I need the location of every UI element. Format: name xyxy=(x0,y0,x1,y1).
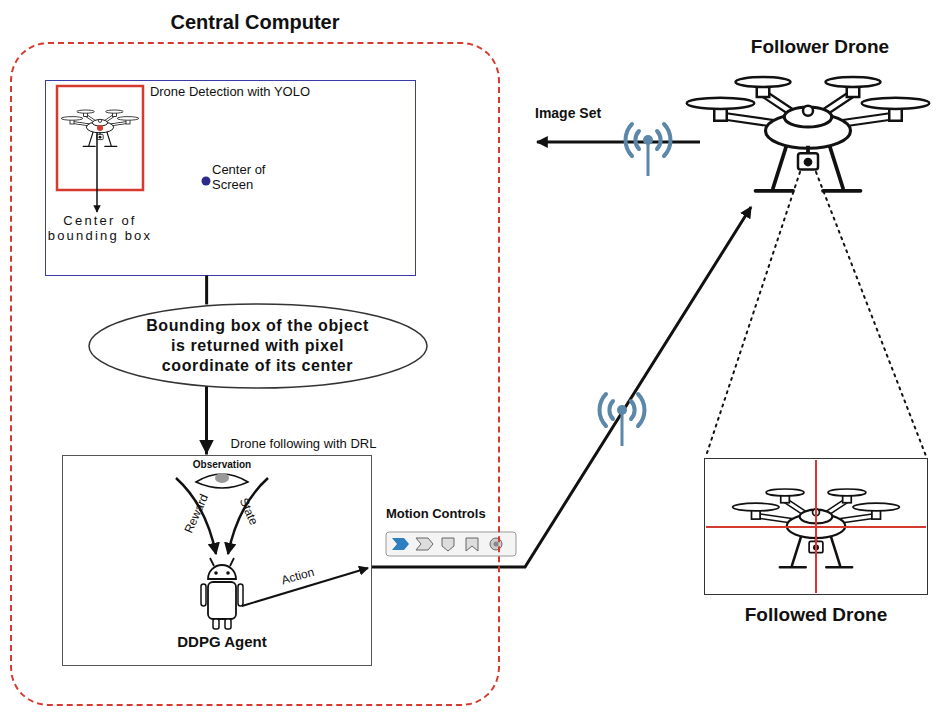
connector-arrow xyxy=(205,387,208,455)
control-icon xyxy=(466,538,478,551)
node-heading: Drone following with DRL xyxy=(231,436,377,451)
text-label: State xyxy=(229,480,268,544)
crosshair xyxy=(706,460,926,593)
process-ellipse: Bounding box of the object is returned w… xyxy=(88,303,428,389)
ellipse-shape xyxy=(89,304,427,388)
reward-arrow xyxy=(176,478,216,554)
box-center-dot xyxy=(97,125,103,131)
text-label: Motion Controls xyxy=(386,507,526,522)
image-link xyxy=(537,141,700,144)
robot-eye xyxy=(226,571,230,575)
text-label: Observation xyxy=(182,459,262,471)
control-icon xyxy=(442,538,454,551)
image-frame: Followed Drone xyxy=(704,458,928,595)
robot-arm xyxy=(238,584,243,606)
robot-leg xyxy=(213,619,219,629)
observation-eye xyxy=(196,474,248,488)
text-label: Action xyxy=(269,563,327,592)
text-label: Center of Screen xyxy=(212,163,282,193)
action-arrow xyxy=(242,568,368,606)
state-arrow xyxy=(228,478,268,554)
wireless-icon xyxy=(626,124,671,176)
process-box: Drone following with DRL xyxy=(62,455,372,666)
eye-pupil xyxy=(215,473,229,483)
detected-drone xyxy=(61,110,139,146)
screen-center-dot xyxy=(202,177,211,186)
node-heading: Followed Drone xyxy=(705,604,927,626)
control-icon xyxy=(416,538,433,550)
text-label: Reward xyxy=(178,482,217,546)
follower-drone xyxy=(687,77,930,191)
node-heading: Drone Detection with YOLO xyxy=(46,84,415,99)
robot-body xyxy=(208,582,236,619)
robot-eye xyxy=(214,571,218,575)
connector-arrow xyxy=(205,276,208,305)
text-label: DDPG Agent xyxy=(162,633,282,650)
node-heading: Bounding box of the object is returned w… xyxy=(141,316,375,376)
process-box: Drone Detection with YOLO xyxy=(45,80,416,276)
control-bar xyxy=(386,532,516,556)
bounding-box xyxy=(57,86,143,190)
group-boundary: Central ComputerDrone Detection with YOL… xyxy=(10,42,500,706)
robot-head xyxy=(208,565,236,579)
control-icon xyxy=(490,538,502,550)
control-icon xyxy=(392,538,409,550)
text-label: Image Set xyxy=(535,105,625,121)
wireless-icon xyxy=(600,394,645,446)
robot-leg xyxy=(225,619,231,629)
robot-arm xyxy=(201,584,206,606)
node-heading: Central Computer xyxy=(12,11,498,34)
text-label: Follower Drone xyxy=(715,36,925,58)
control-icon xyxy=(494,542,499,547)
control-link xyxy=(372,207,751,567)
text-label: Center of bounding box xyxy=(38,214,162,244)
camera-view xyxy=(706,172,926,456)
leader-arrow xyxy=(96,132,98,212)
